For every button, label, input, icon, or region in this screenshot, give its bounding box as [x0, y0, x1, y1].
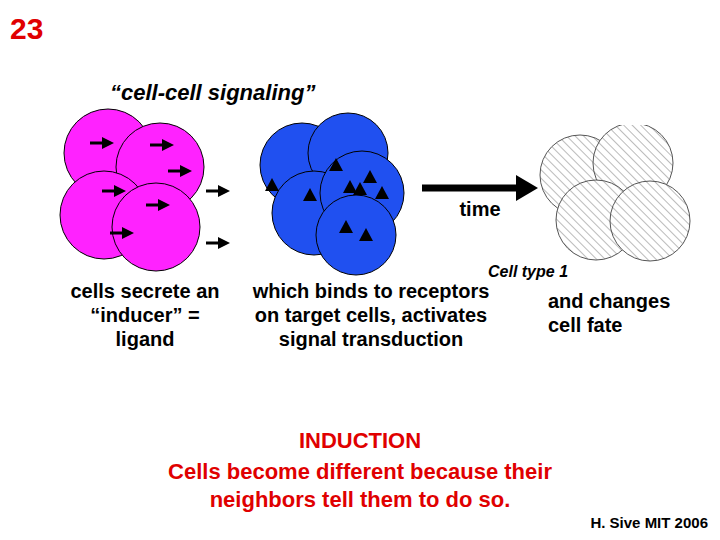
ligand-arrow: [150, 144, 164, 147]
ligand-arrowhead: [218, 237, 230, 249]
arrowhead: [516, 175, 538, 201]
slide-number: 23: [10, 12, 43, 46]
cluster-caption: which binds to receptors on target cells…: [246, 279, 496, 351]
definition-text: Cells become different because their nei…: [150, 458, 570, 514]
cell: [316, 195, 396, 275]
cell: [112, 183, 200, 271]
cell-cluster: Cell type 1 and changes cell fate: [486, 125, 712, 337]
heading: INDUCTION: [0, 428, 720, 454]
receptor: [353, 182, 367, 195]
title: “cell-cell signaling”: [110, 80, 315, 106]
ligand-arrow: [146, 204, 160, 207]
cell-cluster-figure: [250, 105, 422, 277]
edge-label: time: [459, 198, 500, 221]
cluster-caption: and changes cell fate: [548, 289, 708, 337]
arrow-shaft: [422, 185, 516, 192]
receptor: [359, 228, 373, 241]
receptor: [329, 158, 343, 171]
cell-cluster: cells secrete an “inducer” = ligand: [38, 105, 252, 351]
ligand-arrowhead: [162, 139, 174, 151]
receptor: [303, 188, 317, 201]
receptor: [343, 180, 357, 193]
ligand-arrow: [90, 142, 104, 145]
receptor: [375, 186, 389, 199]
ligand-arrowhead: [180, 165, 192, 177]
cell-cluster: which binds to receptors on target cells…: [240, 105, 502, 351]
receptor: [339, 220, 353, 233]
receptor: [363, 170, 377, 183]
ligand-arrowhead: [114, 185, 126, 197]
cell-cluster-figure: [538, 125, 698, 263]
ligand-arrow: [110, 232, 124, 235]
cell-type-label: Cell type 1: [488, 263, 712, 281]
cluster-caption: cells secrete an “inducer” = ligand: [65, 279, 225, 351]
ligand-arrow: [206, 242, 220, 245]
ligand-arrowhead: [102, 137, 114, 149]
cell: [610, 181, 690, 261]
ligand-arrowhead: [218, 185, 230, 197]
ligand-arrowhead: [122, 227, 134, 239]
cell-cluster-figure: [38, 105, 243, 277]
ligand-arrow: [102, 190, 116, 193]
ligand-arrowhead: [158, 199, 170, 211]
ligand-arrow: [168, 170, 182, 173]
ligand-arrow: [206, 190, 220, 193]
receptor: [265, 178, 279, 191]
credit: H. Sive MIT 2006: [590, 514, 708, 531]
